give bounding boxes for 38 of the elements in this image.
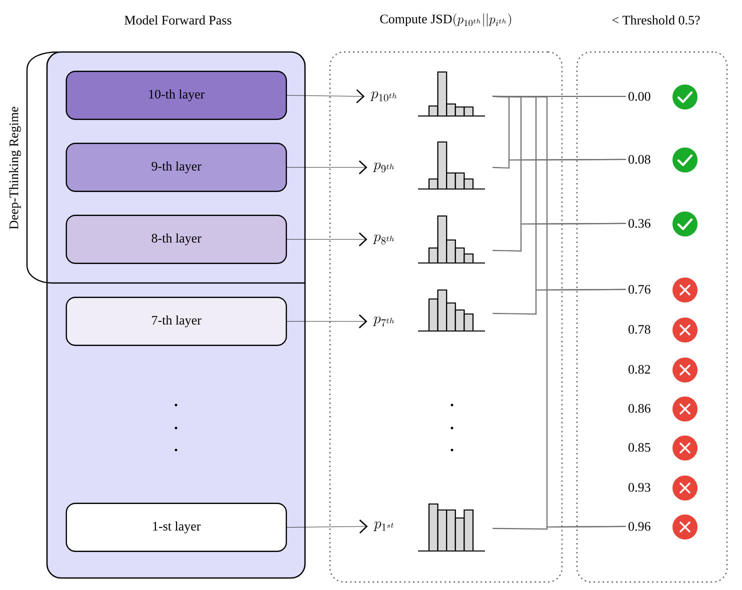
histogram-drawing	[418, 215, 485, 264]
layer-box: 8-th layer	[66, 214, 287, 264]
probability-label: $p_{1^{st}}$	[373, 522, 394, 532]
histogram-drawing	[418, 71, 485, 117]
connector	[492, 158, 626, 169]
connector	[286, 89, 365, 104]
histogram-drawing	[418, 289, 485, 332]
connector	[492, 288, 626, 315]
connector	[286, 160, 368, 174]
region-label: Deep-Thinking Regime	[9, 106, 21, 230]
layer-box: 10-th layer	[66, 70, 287, 120]
score-value: 0.36	[628, 219, 650, 228]
panel-heading: Model Forward Pass	[124, 15, 232, 25]
score-value: 0.93	[628, 483, 650, 492]
connector	[286, 520, 368, 534]
score-value: 0.86	[628, 404, 650, 413]
probability-label: $p_{7^{th}}$	[373, 316, 394, 326]
score-value: 0.76	[628, 285, 650, 294]
connector	[286, 314, 368, 328]
histogram-drawing	[418, 503, 485, 552]
panel-heading: < Threshold 0.5?	[612, 15, 700, 25]
layer-box: 9-th layer	[66, 142, 287, 192]
connector	[492, 222, 626, 252]
score-value: 0.08	[628, 155, 650, 164]
connector	[286, 232, 368, 246]
score-value: 0.85	[628, 443, 650, 452]
probability-label: $p_{9^{th}}$	[373, 162, 394, 172]
score-value: 0.00	[628, 92, 650, 101]
panel-heading: $\text{Compute JSD}(p_{10^{th}}||p_{i^{th}})$	[380, 14, 512, 27]
probability-label: $p_{8^{th}}$	[373, 234, 394, 244]
connector	[492, 526, 626, 530]
score-value: 0.78	[628, 325, 650, 334]
score-value: 0.96	[628, 522, 650, 531]
histogram-drawing	[418, 141, 485, 190]
probability-label: $p_{10^{th}}$	[370, 91, 397, 102]
score-value: 0.82	[628, 365, 650, 374]
layer-box: 1-st layer	[66, 502, 287, 552]
layer-box: 7-th layer	[66, 296, 287, 346]
